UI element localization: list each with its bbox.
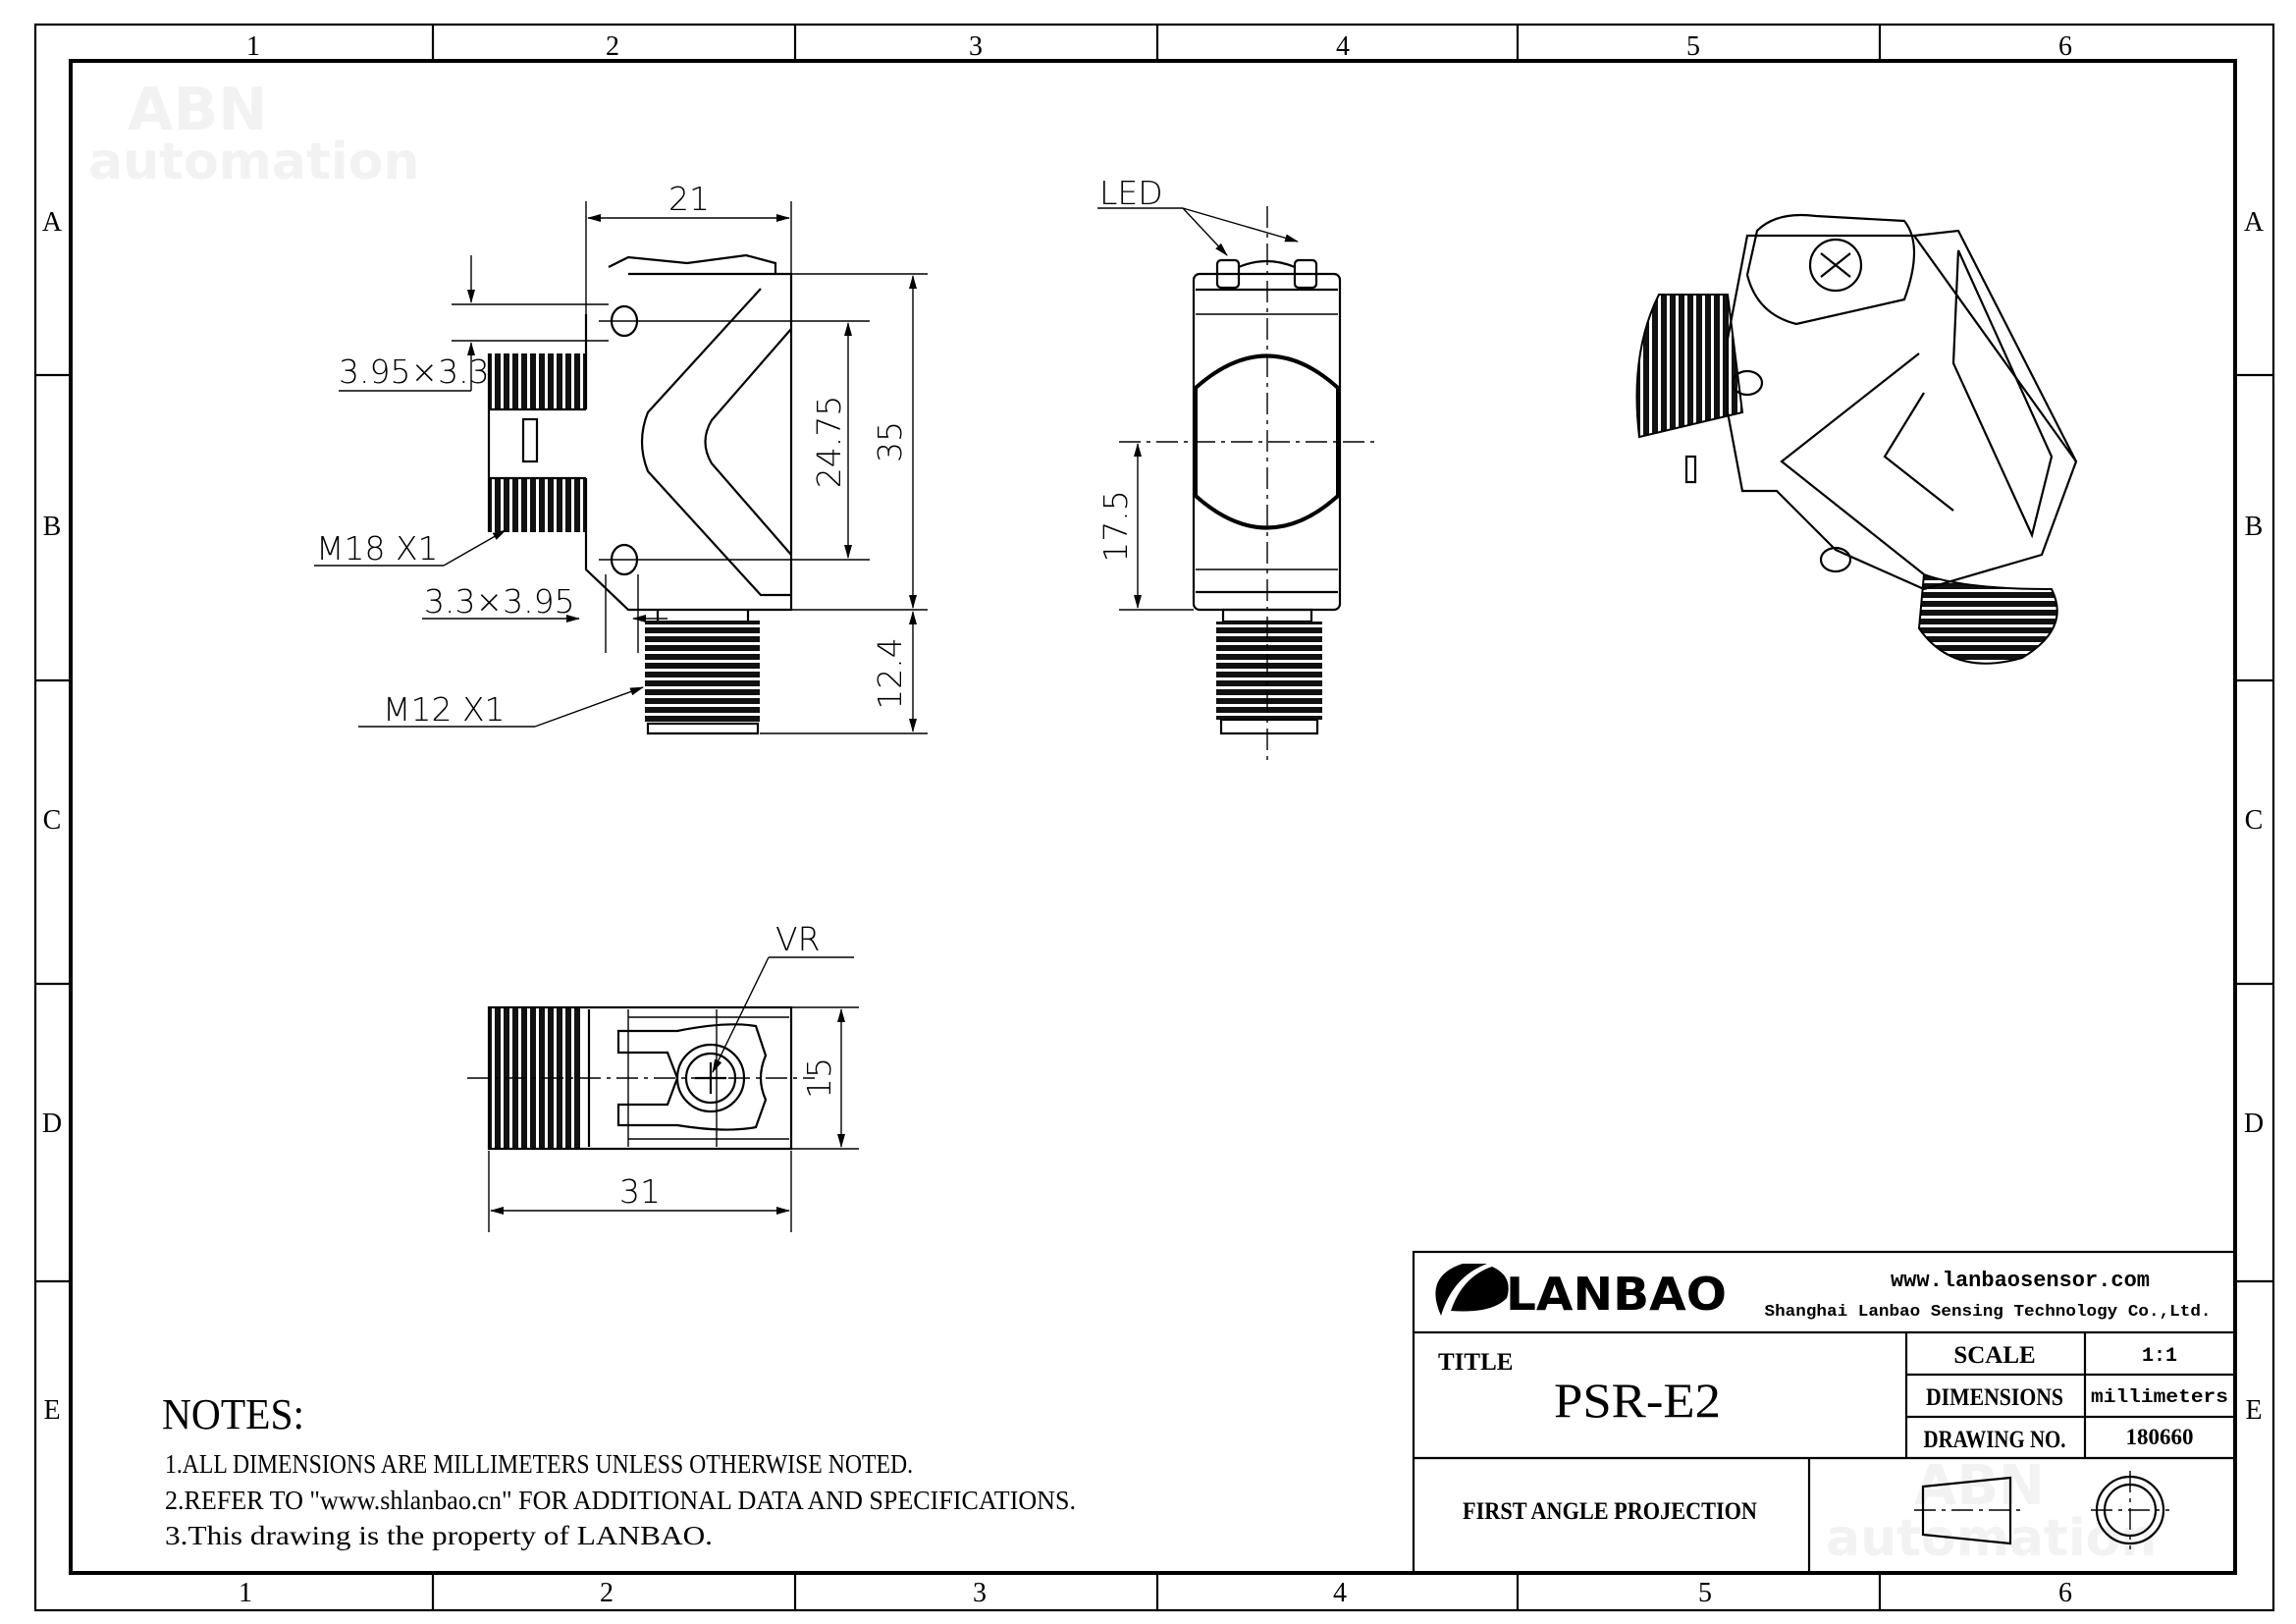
row-label: A — [2244, 207, 2265, 238]
watermark-top-left: ABN automation — [88, 76, 419, 191]
column-label: 1 — [239, 1578, 252, 1608]
row-label: E — [43, 1395, 60, 1426]
label-bottom-hole: 3.3×3.95 — [424, 582, 575, 621]
watermark-text: ABN — [128, 76, 267, 144]
label-m12: M12 X1 — [383, 690, 506, 729]
dim-hole-spacing: 24.75 — [810, 396, 848, 488]
column-label: 2 — [606, 31, 619, 62]
drawing-no-value: 180660 — [2126, 1425, 2194, 1449]
scale-value: 1:1 — [2142, 1345, 2177, 1368]
drawing-title: PSR-E2 — [1554, 1373, 1721, 1428]
side-view: LED 17.5 — [1096, 174, 1379, 766]
dim-connector-length: 12.4 — [871, 637, 909, 709]
drawing-frame: 1 2 3 4 5 6 1 2 3 4 5 6 A B C D E A B C … — [33, 23, 2275, 1612]
row-label: D — [42, 1109, 62, 1139]
lens — [1194, 353, 1340, 530]
note-item: 2.REFER TO "www.shlanbao.cn" FOR ADDITIO… — [165, 1486, 1076, 1515]
projection-label: FIRST ANGLE PROJECTION — [1463, 1498, 1757, 1525]
m12-thread — [1216, 622, 1322, 720]
column-label: 2 — [600, 1578, 614, 1608]
row-label: D — [2244, 1109, 2264, 1139]
column-label: 3 — [969, 31, 983, 62]
dimensions-value: millimeters — [2091, 1386, 2228, 1408]
title-block: LANBAO www.lanbaosensor.com Shanghai Lan… — [1412, 1250, 2237, 1575]
note-item: 3.This drawing is the property of LANBAO… — [165, 1521, 713, 1550]
m12-thread — [645, 621, 760, 724]
column-label: 6 — [2058, 1578, 2072, 1608]
lanbao-logo: LANBAO — [1435, 1264, 1727, 1321]
watermark-text: automation — [1826, 1509, 2157, 1568]
dim-axis-height: 17.5 — [1096, 490, 1135, 562]
notes: NOTES: 1.ALL DIMENSIONS ARE MILLIMETERS … — [162, 1390, 1076, 1550]
watermark-bottom-right: ABN automation — [1826, 1454, 2157, 1568]
column-label: 3 — [973, 1578, 987, 1608]
column-label: 5 — [1686, 31, 1700, 62]
m18-thread-top — [489, 353, 586, 409]
slot — [521, 417, 539, 463]
m18-thread-bottom — [489, 478, 586, 532]
column-label: 4 — [1333, 1578, 1347, 1608]
drawing-no-label: DRAWING NO. — [1924, 1427, 2066, 1453]
company-name: Shanghai Lanbao Sensing Technology Co.,L… — [1765, 1303, 2212, 1322]
dim-width: 21 — [668, 180, 710, 218]
logo-text: LANBAO — [1506, 1268, 1727, 1321]
front-view: 21 35 24.75 12.4 3.95×3.3 3.3×3.95 M18 X… — [314, 180, 928, 735]
dim-length: 31 — [619, 1172, 661, 1211]
label-m18: M18 X1 — [316, 529, 439, 568]
row-label: B — [43, 512, 62, 542]
row-label: A — [42, 207, 63, 238]
column-label: 6 — [2058, 31, 2072, 62]
website: www.lanbaosensor.com — [1891, 1269, 2150, 1293]
row-label: E — [2245, 1395, 2262, 1426]
dim-width: 15 — [800, 1057, 838, 1099]
label-vr: VR — [775, 920, 821, 958]
notes-heading: NOTES: — [162, 1390, 304, 1438]
row-label: C — [2245, 805, 2264, 836]
isometric-view — [1635, 213, 2078, 665]
row-label: C — [43, 805, 62, 836]
bottom-view: VR 31 15 — [467, 920, 859, 1232]
row-label: B — [2245, 512, 2264, 542]
column-label: 4 — [1336, 31, 1350, 62]
dimensions-label: DIMENSIONS — [1926, 1384, 2063, 1411]
label-top-hole: 3.95×3.3 — [339, 352, 490, 391]
dim-height: 35 — [871, 421, 909, 462]
column-label: 5 — [1698, 1578, 1712, 1608]
first-angle-projection-symbol — [1914, 1471, 2169, 1549]
label-led: LED — [1099, 174, 1163, 212]
note-item: 1.ALL DIMENSIONS ARE MILLIMETERS UNLESS … — [165, 1449, 913, 1479]
watermark-text: automation — [88, 133, 419, 191]
scale-label: SCALE — [1953, 1342, 2035, 1369]
led-right — [1293, 258, 1318, 290]
led-left — [1215, 258, 1241, 290]
column-label: 1 — [246, 31, 260, 62]
title-label: TITLE — [1438, 1349, 1513, 1376]
